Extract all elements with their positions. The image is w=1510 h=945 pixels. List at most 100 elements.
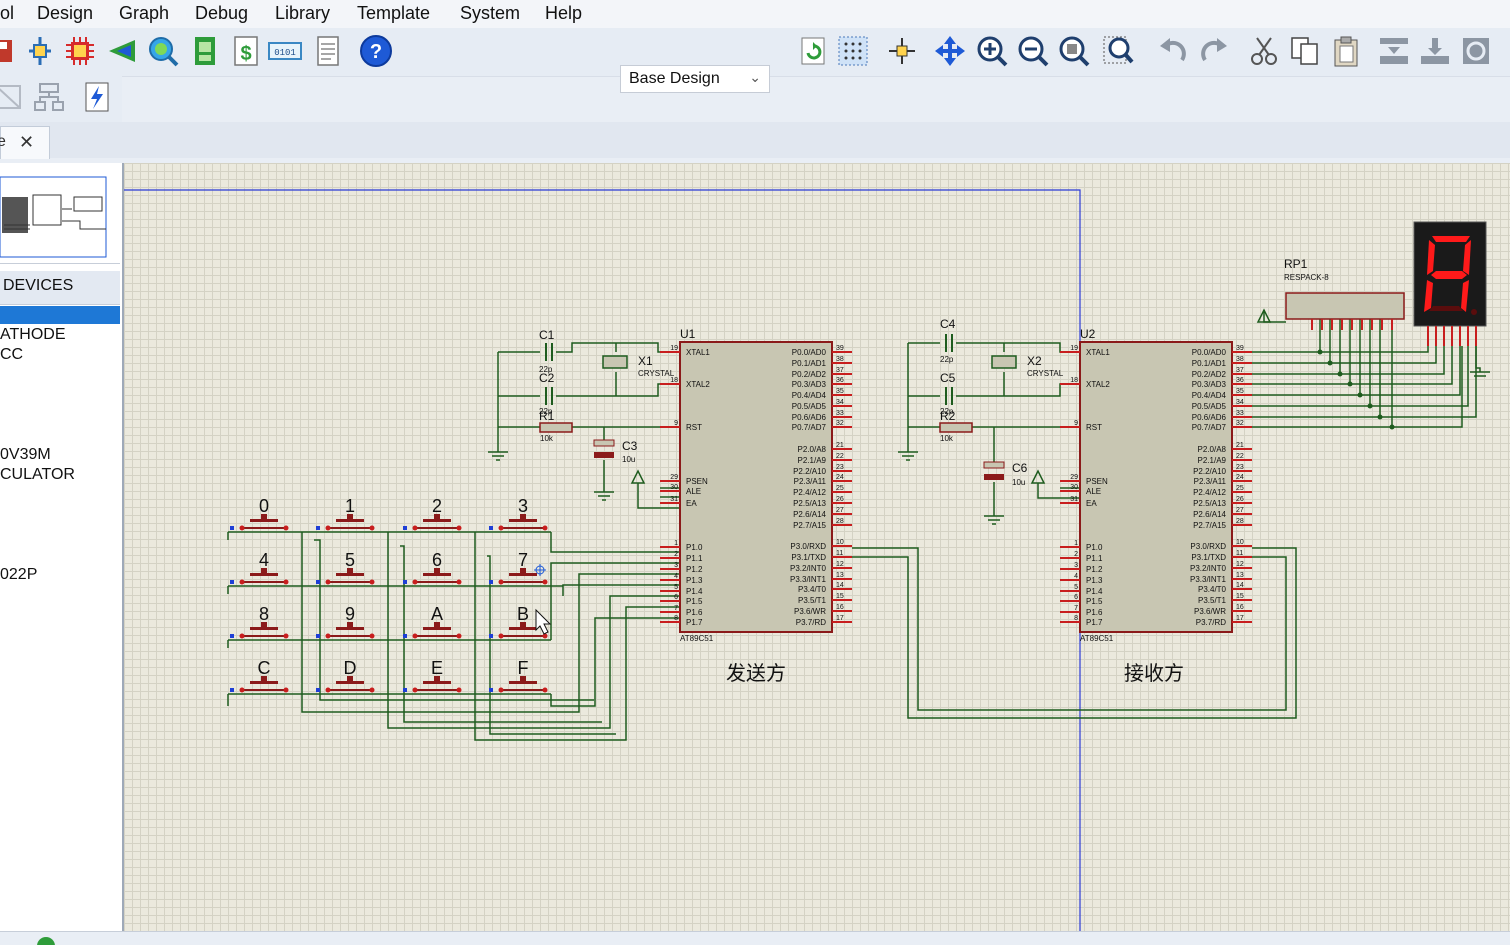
- u2-pin-number: 34: [1236, 399, 1244, 406]
- menu-template[interactable]: Template: [357, 3, 431, 23]
- overview-thumbnail: [0, 173, 120, 259]
- search-globe-icon[interactable]: [146, 34, 180, 68]
- block-move-icon[interactable]: [1418, 34, 1452, 68]
- bill-of-materials-icon[interactable]: $: [229, 34, 263, 68]
- u1-pin-number: 16: [836, 604, 844, 611]
- label-c3: C3: [622, 439, 638, 453]
- menu-debug[interactable]: Debug: [195, 3, 249, 23]
- device-list-item[interactable]: ATHODE: [0, 326, 66, 343]
- u2-pin-name: P3.6/WR: [1194, 607, 1226, 616]
- device-list-item[interactable]: 0V39M: [0, 446, 51, 463]
- pcb-icon[interactable]: [188, 34, 222, 68]
- resistor-r1: [539, 422, 573, 433]
- u2-pin-name: P2.5/A13: [1193, 499, 1226, 508]
- ground-symbol: [488, 451, 614, 501]
- design-select[interactable]: Base Design ⌄: [620, 65, 770, 93]
- u1-pin-name: P3.3/INT1: [790, 575, 827, 584]
- keypad-button-label: 7: [518, 550, 528, 570]
- u2-pin-number: 12: [1236, 561, 1244, 568]
- component-mode-icon[interactable]: [23, 34, 57, 68]
- menu-graph[interactable]: Graph: [119, 3, 170, 23]
- schematic-canvas[interactable]: C1 C2 R1 X1 C3 22p 22p 10k CRYSTAL 10u C…: [124, 163, 1510, 931]
- hierarchy-icon[interactable]: [32, 80, 66, 114]
- keypad-button-pin: [239, 579, 245, 585]
- device-list-item-selected[interactable]: [0, 306, 120, 324]
- block-rotate-icon[interactable]: [1459, 34, 1493, 68]
- u1-pin-name: P2.2/A10: [793, 467, 826, 476]
- power-terminal: [1256, 308, 1272, 323]
- keypad-button-marker: [403, 688, 407, 692]
- menu-system[interactable]: System: [460, 3, 521, 23]
- zoom-all-icon[interactable]: [1057, 34, 1091, 68]
- redo-icon[interactable]: [1197, 34, 1231, 68]
- zoom-area-icon[interactable]: [1101, 34, 1135, 68]
- device-list-item[interactable]: CULATOR: [0, 466, 75, 483]
- help-icon[interactable]: ?: [359, 34, 393, 68]
- save-icon[interactable]: [0, 34, 20, 68]
- u2-pin-number: 35: [1236, 388, 1244, 395]
- u2-pin-number: 22: [1236, 453, 1244, 460]
- document-icon[interactable]: [311, 34, 345, 68]
- keypad-button-stem: [434, 676, 440, 681]
- u1-pin-number: 30: [670, 484, 678, 491]
- menu-design[interactable]: Design: [37, 3, 94, 23]
- u2-pin-number: 3: [1074, 562, 1078, 569]
- zoom-out-icon[interactable]: [1016, 34, 1050, 68]
- device-list-item[interactable]: CC: [0, 346, 24, 363]
- source-code-icon[interactable]: 0101: [268, 34, 304, 68]
- keypad-button-pin: [369, 579, 375, 585]
- u2-pin-number: 27: [1236, 507, 1244, 514]
- close-icon[interactable]: ✕: [19, 132, 35, 152]
- tab-schematic[interactable]: e ✕: [0, 126, 50, 159]
- origin-icon[interactable]: [885, 34, 919, 68]
- crosshair-icon: [534, 564, 546, 576]
- keypad-button-marker: [403, 634, 407, 638]
- u1-pin-number: 35: [836, 388, 844, 395]
- electrical-rules-icon[interactable]: [80, 80, 114, 114]
- keypad-button-label: 3: [518, 496, 528, 516]
- menu-library[interactable]: Library: [275, 3, 331, 23]
- undo-icon[interactable]: [1156, 34, 1190, 68]
- block-copy-icon[interactable]: [1377, 34, 1411, 68]
- u2-pin-name: P2.2/A10: [1193, 467, 1226, 476]
- device-list-item[interactable]: 022P: [0, 566, 38, 583]
- u2-pin-name: P0.6/AD6: [1192, 413, 1227, 422]
- paste-icon[interactable]: [1329, 34, 1363, 68]
- menu-tool[interactable]: ol: [0, 3, 15, 23]
- u2-pin-number: 21: [1236, 442, 1244, 449]
- chip-icon[interactable]: [63, 34, 97, 68]
- p0-bus-wire: [1252, 346, 1463, 428]
- keypad-button-pin: [412, 633, 418, 639]
- copy-icon[interactable]: [1288, 34, 1322, 68]
- zoom-in-icon[interactable]: [975, 34, 1009, 68]
- keypad-button: 9: [316, 604, 375, 639]
- keypad-button-pin: [498, 579, 504, 585]
- pan-icon[interactable]: [933, 34, 967, 68]
- value-c1: 22p: [539, 365, 553, 374]
- block-delete-icon[interactable]: [1500, 34, 1510, 68]
- keypad-button-pin: [283, 633, 289, 639]
- keypad-wires: [227, 531, 680, 741]
- keypad-button-pin: [239, 525, 245, 531]
- u2-pin-name: P1.6: [1086, 608, 1103, 617]
- probe-icon[interactable]: [105, 34, 139, 68]
- u2-pin-name: P1.7: [1086, 618, 1103, 627]
- u1-pin-number: 1: [674, 540, 678, 547]
- keypad-button-marker: [316, 526, 320, 530]
- refresh-icon[interactable]: [796, 34, 830, 68]
- overview-window[interactable]: [0, 169, 120, 264]
- keypad-button-label: E: [431, 658, 443, 678]
- u1-pin-number: 21: [836, 442, 844, 449]
- u1-pin-number: 26: [836, 496, 844, 503]
- cut-icon[interactable]: [1247, 34, 1281, 68]
- disabled-tool-icon[interactable]: [0, 80, 26, 114]
- grid-toggle-icon[interactable]: [836, 34, 870, 68]
- u2-pin-name: P0.1/AD1: [1192, 359, 1227, 368]
- wire-junction: [1377, 414, 1383, 420]
- keypad-button: 6: [403, 550, 462, 585]
- u2-pin-number: 2: [1074, 551, 1078, 558]
- keypad-button-pin: [456, 687, 462, 693]
- menu-help[interactable]: Help: [545, 3, 583, 23]
- keypad-button-marker: [316, 688, 320, 692]
